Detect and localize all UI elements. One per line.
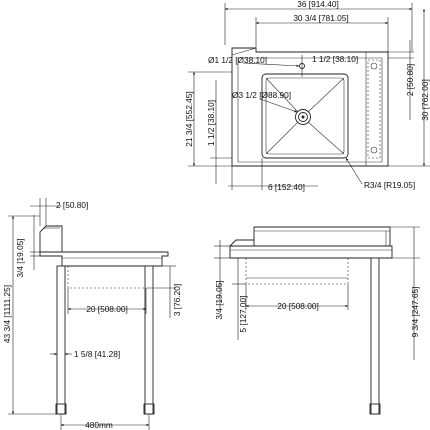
dim-total-height: 43 3/4 [1111.25] [2, 215, 56, 415]
front-bowl-depth-label: 5 [127.00] [238, 296, 248, 333]
front-backsplash-height-label: 9 3/4 [247.65] [410, 287, 420, 338]
faucet-hole-top [299, 55, 305, 77]
dim-overall-width: 36 [914.40] [224, 0, 413, 52]
sink-front [229, 226, 393, 415]
dim-front-bowl-depth: 5 [127.00] [232, 257, 248, 340]
dim-depth-right: 30 [762.00] [388, 8, 430, 167]
dim-corner-radius: R3/4 [R19.05] [345, 157, 415, 190]
dim-faucet-hole: Ø1 1/2 [Ø38.10] [208, 55, 300, 68]
front-rim-label: 3/4 [19.05] [214, 280, 224, 319]
dim-drain: Ø3 1/2 [Ø88.90] [232, 90, 298, 113]
top-view: 36 [914.40] 30 3/4 [781.05] Ø1 1/2 [Ø38.… [184, 0, 430, 192]
drain-top [295, 109, 311, 125]
depth-right-label: 30 [762.00] [420, 79, 430, 121]
sink-side [39, 225, 169, 420]
side-bowl-width-label: 20 [508.00] [86, 304, 128, 314]
dim-side-bowl-width: 20 [508.00] [67, 288, 147, 314]
left-offset-label: 6 [152.40] [268, 182, 305, 192]
side-view: 2 [50.80] 3/4 [19.05] 43 3/4 [1111.25] 2… [2, 198, 182, 430]
dim-side-rim: 3/4 [19.05] [15, 215, 40, 278]
faucet-hole-label: Ø1 1/2 [Ø38.10] [208, 55, 267, 65]
dim-faucet-offset: 1 1/2 [38.10] [312, 54, 358, 64]
dim-sink-width: 30 3/4 [781.05] [255, 13, 389, 52]
leg-spacing-label: 480mm [85, 420, 113, 430]
dim-front-rim: 3/4 [19.05] [214, 240, 230, 320]
front-bowl-width-label: 20 [508.00] [277, 301, 319, 311]
sink-outline-top [231, 47, 389, 167]
total-height-label: 43 3/4 [1111.25] [2, 285, 12, 343]
dim-side-bowl-depth: 3 [76.20] [146, 265, 182, 318]
front-view: 3/4 [19.05] 5 [127.00] 20 [508.00] 9 3/4… [214, 226, 420, 415]
side-rim-label: 3/4 [19.05] [15, 238, 25, 277]
front-edge-label: 1 1/2 [38.10] [206, 100, 216, 146]
overall-width-label: 36 [914.40] [297, 0, 339, 9]
drain-label: Ø3 1/2 [Ø88.90] [232, 90, 291, 100]
dim-backsplash-depth: 2 [50.80] [388, 40, 415, 120]
dim-front-edge: 1 1/2 [38.10] [206, 80, 232, 184]
dim-side-backsplash: 2 [50.80] [30, 198, 88, 226]
dim-leg-spacing: 480mm [60, 420, 150, 430]
dim-leg-diameter: 1 5/8 [41.28] [50, 349, 120, 359]
dim-front-bowl-width: 20 [508.00] [245, 284, 349, 311]
dim-front-backsplash-height: 9 3/4 [247.65] [390, 226, 420, 360]
drainboard-slots [367, 59, 381, 159]
dim-depth-left: 21 3/4 [552.45] [184, 71, 232, 167]
bowl-top [261, 73, 349, 159]
backsplash-depth-label: 2 [50.80] [405, 64, 415, 96]
corner-radius-label: R3/4 [R19.05] [364, 180, 415, 190]
sink-width-label: 30 3/4 [781.05] [293, 13, 348, 23]
depth-left-label: 21 3/4 [552.45] [184, 91, 194, 146]
side-backsplash-label: 2 [50.80] [56, 200, 88, 210]
faucet-offset-label: 1 1/2 [38.10] [312, 54, 358, 64]
dim-left-offset: 6 [152.40] [228, 158, 318, 192]
side-bowl-depth-label: 3 [76.20] [172, 284, 182, 316]
leg-diameter-label: 1 5/8 [41.28] [74, 349, 120, 359]
